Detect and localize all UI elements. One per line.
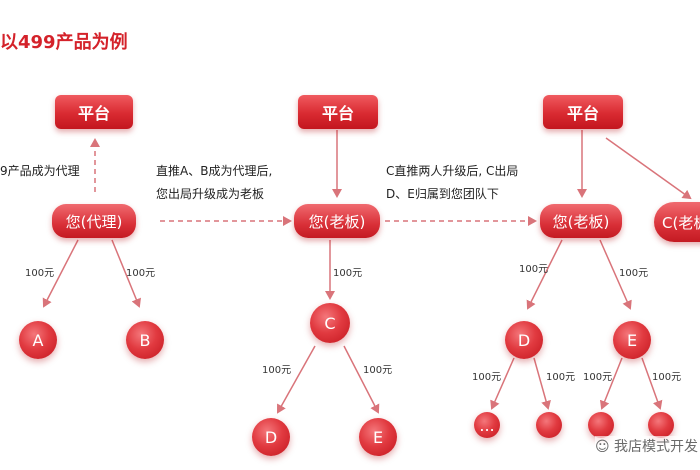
arrow-platform-to-c-boss xyxy=(605,137,692,200)
amount-label: 100元 xyxy=(652,372,682,383)
arrow-d-to-right xyxy=(533,357,551,410)
node-a-label: A xyxy=(32,330,44,350)
stage3-note-line2: D、E归属到您团队下 xyxy=(386,187,499,201)
arrow-e-to-right xyxy=(641,357,663,410)
arrow-e-to-left xyxy=(599,357,623,410)
amount-label: 100元 xyxy=(546,372,576,383)
c-boss-label: C(老板 xyxy=(662,213,700,232)
arrow-c-to-d xyxy=(277,345,316,414)
arrow-you-to-e xyxy=(599,239,632,310)
platform-box-2: 平台 xyxy=(298,95,378,129)
you-boss-label-3: 您(老板) xyxy=(552,212,610,231)
stage3-note-line1: C直推两人升级后, C出局 xyxy=(386,164,519,178)
stage2-note-line2: 您出局升级成为老板 xyxy=(156,187,265,201)
node-leaf: ... xyxy=(474,412,500,438)
amount-label: 100元 xyxy=(25,268,55,279)
arrow-you-to-b xyxy=(111,239,141,308)
node-leaf xyxy=(536,412,562,438)
node-c: C xyxy=(310,303,350,343)
amount-label: 100元 xyxy=(363,365,393,376)
platform-box-1: 平台 xyxy=(55,95,133,129)
node-leaf xyxy=(648,412,674,438)
watermark: ☺ 我店模式开发 xyxy=(594,436,698,456)
node-e: E xyxy=(359,418,397,456)
arrow-you-to-d xyxy=(526,239,563,310)
node-e-3-label: E xyxy=(626,330,638,350)
you-agent-label: 您(代理) xyxy=(65,212,123,231)
more-dots: ... xyxy=(479,415,495,435)
platform-label-3: 平台 xyxy=(566,104,599,123)
you-boss-node-3: 您(老板) xyxy=(540,204,622,238)
amount-label: 100元 xyxy=(262,365,292,376)
node-d-3-label: D xyxy=(517,330,531,350)
node-b: B xyxy=(126,321,164,359)
amount-label: 100元 xyxy=(583,372,613,383)
node-b-label: B xyxy=(139,330,151,350)
amount-label: 100元 xyxy=(333,268,363,279)
amount-label: 100元 xyxy=(519,264,549,275)
node-e-3: E xyxy=(613,321,651,359)
platform-label-2: 平台 xyxy=(321,104,354,123)
node-c-label: C xyxy=(324,313,336,333)
page-title: 以499产品为例 xyxy=(0,32,128,53)
node-a: A xyxy=(19,321,57,359)
you-boss-node-2: 您(老板) xyxy=(294,204,380,238)
arrow-d-to-left xyxy=(490,357,515,410)
node-d-label: D xyxy=(264,427,278,447)
node-d-3: D xyxy=(505,321,543,359)
amount-label: 100元 xyxy=(472,372,502,383)
node-e-label: E xyxy=(372,427,384,447)
stage1-note: 9产品成为代理 xyxy=(0,164,80,178)
you-boss-label-2: 您(老板) xyxy=(308,212,366,231)
stage2-note-line1: 直推A、B成为代理后, xyxy=(156,164,273,178)
watermark-icon: ☺ xyxy=(594,439,610,455)
amount-label: 100元 xyxy=(619,268,649,279)
platform-box-3: 平台 xyxy=(543,95,623,129)
watermark-text: 我店模式开发 xyxy=(614,439,698,455)
node-leaf xyxy=(588,412,614,438)
you-agent-node: 您(代理) xyxy=(52,204,136,238)
arrow-you-to-a xyxy=(42,239,79,308)
arrow-c-to-e xyxy=(343,345,380,414)
node-d: D xyxy=(252,418,290,456)
amount-label: 100元 xyxy=(126,268,156,279)
c-boss-node: C(老板 xyxy=(654,202,700,242)
platform-label-1: 平台 xyxy=(77,104,110,123)
